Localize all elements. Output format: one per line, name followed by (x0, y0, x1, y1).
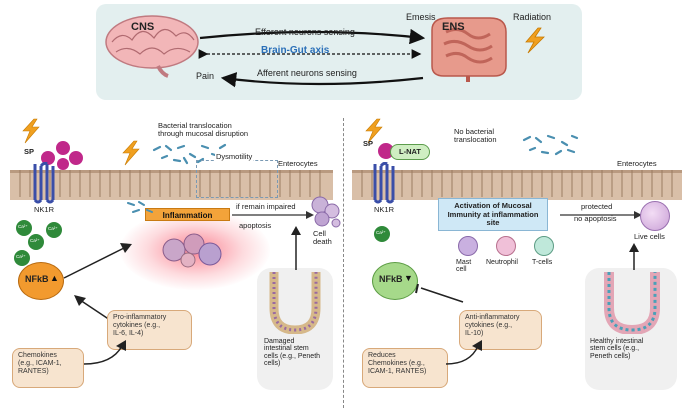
radiation-bolt-icon (122, 140, 140, 166)
mast-cell-label: Mast cell (456, 259, 472, 274)
nk1r-receptor-icon (33, 162, 55, 204)
chemokines-box: Chemokines (e.g., ICAM-1, RANTES) (12, 348, 84, 388)
cell-death-label: Cell death (313, 229, 332, 246)
up-arrow-icon: ▲ (50, 273, 59, 283)
t-cell-icon (534, 236, 554, 256)
no-apoptosis-label: no apoptosis (574, 214, 617, 223)
substance-p-molecules (41, 141, 83, 170)
immune-cells-cluster (162, 233, 222, 268)
t-cells-label: T-cells (532, 259, 553, 266)
dysmotility-box (196, 160, 278, 198)
calcium-label: Ca²⁺ (18, 224, 28, 229)
enterocyte-cells (361, 170, 673, 197)
anti-inflammatory-cytokines-box: Anti-inflammatory cytokines (e.g., IL-10… (459, 310, 542, 350)
nfkb-node (372, 262, 418, 300)
dead-cells-icon (311, 196, 341, 228)
protected-arrow (560, 211, 642, 219)
stem-to-live-arrow (629, 243, 639, 270)
protected-label: protected (581, 202, 613, 211)
down-arrow-icon: ▼ (404, 273, 413, 283)
damaged-stem-cells-label: Damaged intestinal stem cells (e.g., Pen… (264, 338, 321, 368)
mast-cell-icon (458, 236, 478, 256)
chemokine-to-cytokine-arrow (445, 340, 482, 365)
emesis-label: Emesis (406, 12, 436, 22)
apoptosis-label: apoptosis (239, 221, 272, 230)
calcium-label: Ca²⁺ (376, 230, 386, 235)
axis-label: Brain-Gut axis (261, 45, 330, 56)
efferent-label: Efferent neurons sensing (255, 27, 355, 37)
afferent-label: Afferent neurons sensing (257, 68, 357, 78)
radiation-bolt-icon (525, 27, 545, 54)
panel-divider (343, 118, 344, 408)
calcium-label: Ca²⁺ (48, 226, 58, 231)
chemokine-to-cytokine-arrow (83, 340, 126, 365)
nk1r-receptor-icon (373, 162, 395, 204)
live-cell-icon (640, 201, 670, 231)
cytokine-to-nfkb-arrow (74, 295, 111, 321)
bacteria-cluster (522, 134, 579, 156)
healthy-stem-cells-label: Healthy intestinal stem cells (e.g., Pen… (590, 338, 644, 360)
intestine-icon (431, 17, 507, 82)
enterocyte-layer (352, 170, 682, 200)
calcium-label: Ca²⁺ (30, 238, 40, 243)
ens-label: ENS (442, 21, 465, 33)
brain-icon (105, 15, 199, 78)
nk1r-label: NK1R (34, 205, 55, 214)
calcium-label: Ca²⁺ (16, 254, 26, 259)
radiation-label: Radiation (513, 12, 552, 22)
no-bacterial-translocation-label: No bacterial translocation (454, 127, 497, 144)
calcium-ion (16, 220, 32, 236)
reduces-chemokines-box: Reduces Chemokines (e.g., ICAM-1, RANTES… (362, 348, 448, 388)
nfkb-to-inflammation-arrow (63, 243, 132, 279)
dysmotility-label: Dysmotility (215, 152, 254, 161)
bacterial-translocation-label: Bacterial translocation through mucosal … (158, 121, 249, 138)
l-nat-badge: L-NAT (390, 144, 430, 160)
bacteria-cluster (127, 201, 153, 213)
calcium-ion (46, 222, 62, 238)
calcium-ion (14, 250, 30, 266)
stem-to-death-arrow (291, 226, 301, 270)
intestinal-crypt-icon (269, 272, 321, 334)
nfkb-node (18, 262, 64, 300)
radiation-bolt-icon (22, 118, 40, 144)
cns-label: CNS (131, 21, 155, 33)
pain-label: Pain (196, 71, 215, 81)
if-remain-impaired-label: if remain impaired (236, 202, 296, 211)
axis-arrows (198, 28, 426, 88)
enterocyte-cells (19, 170, 321, 197)
sp-label: SP (24, 147, 35, 156)
neutrophil-label: Neutrophil (486, 259, 518, 266)
inhibition-arrow (415, 284, 464, 303)
enterocytes-label: Enterocytes (617, 159, 657, 168)
calcium-ion (28, 234, 44, 250)
nfkb-label: NFkB (379, 274, 403, 284)
enterocyte-layer (10, 170, 333, 200)
neutrophil-icon (496, 236, 516, 256)
calcium-ion (374, 226, 390, 242)
inflammation-bar: Inflammation (145, 208, 230, 221)
nfkb-label: NFkB (25, 274, 49, 284)
mucosal-immunity-box: Activation of Mucosal Immunity at inflam… (438, 198, 548, 231)
live-cells-label: Live cells (634, 232, 665, 241)
enterocytes-label: Enterocytes (278, 159, 318, 168)
radiation-bolt-icon (365, 118, 383, 144)
intestinal-crypt-icon (604, 272, 660, 334)
impaired-arrow (232, 211, 314, 219)
nk1r-label: NK1R (374, 205, 395, 214)
sp-label: SP (363, 139, 374, 148)
